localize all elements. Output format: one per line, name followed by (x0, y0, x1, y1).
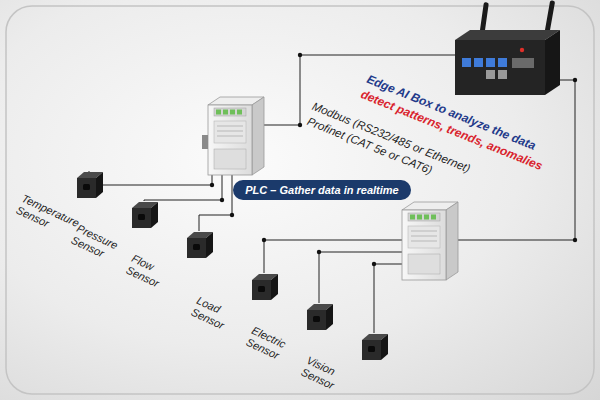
banner-text: PLC – Gather data in realtime (245, 184, 398, 196)
sensor-cube (305, 302, 335, 332)
sensor-label: Temperature Sensor (14, 192, 81, 242)
panel-outline (6, 6, 594, 394)
sensor-node: Pressure Sensor (130, 200, 160, 230)
sensor-label: Electric Sensor (244, 324, 288, 363)
sensor-label: Pressure Sensor (69, 222, 120, 264)
sensor-label: Vision Sensor (299, 354, 342, 392)
sensor-cube (185, 230, 215, 260)
sensor-cube (250, 272, 280, 302)
sensor-label: Load Sensor (189, 294, 232, 332)
sensor-node: Flow Sensor (185, 230, 215, 260)
sensor-node: Load Sensor (250, 272, 280, 302)
edge-ai-box (450, 0, 565, 100)
plc-banner: PLC – Gather data in realtime (233, 180, 410, 200)
sensor-cube (130, 200, 160, 230)
sensor-label: Flow Sensor (124, 252, 167, 290)
sensor-wires (89, 55, 575, 333)
edge-device: Edge AI Box to analyze the datadetect pa… (450, 0, 565, 100)
sensor-node: Electric Sensor (305, 302, 335, 332)
sensor-node: Temperature Sensor (75, 170, 105, 200)
plc-module (202, 97, 264, 175)
sensor-node: Vision Sensor (360, 332, 390, 362)
plc-module (402, 202, 458, 280)
sensor-cube (75, 170, 105, 200)
sensor-cube (360, 332, 390, 362)
